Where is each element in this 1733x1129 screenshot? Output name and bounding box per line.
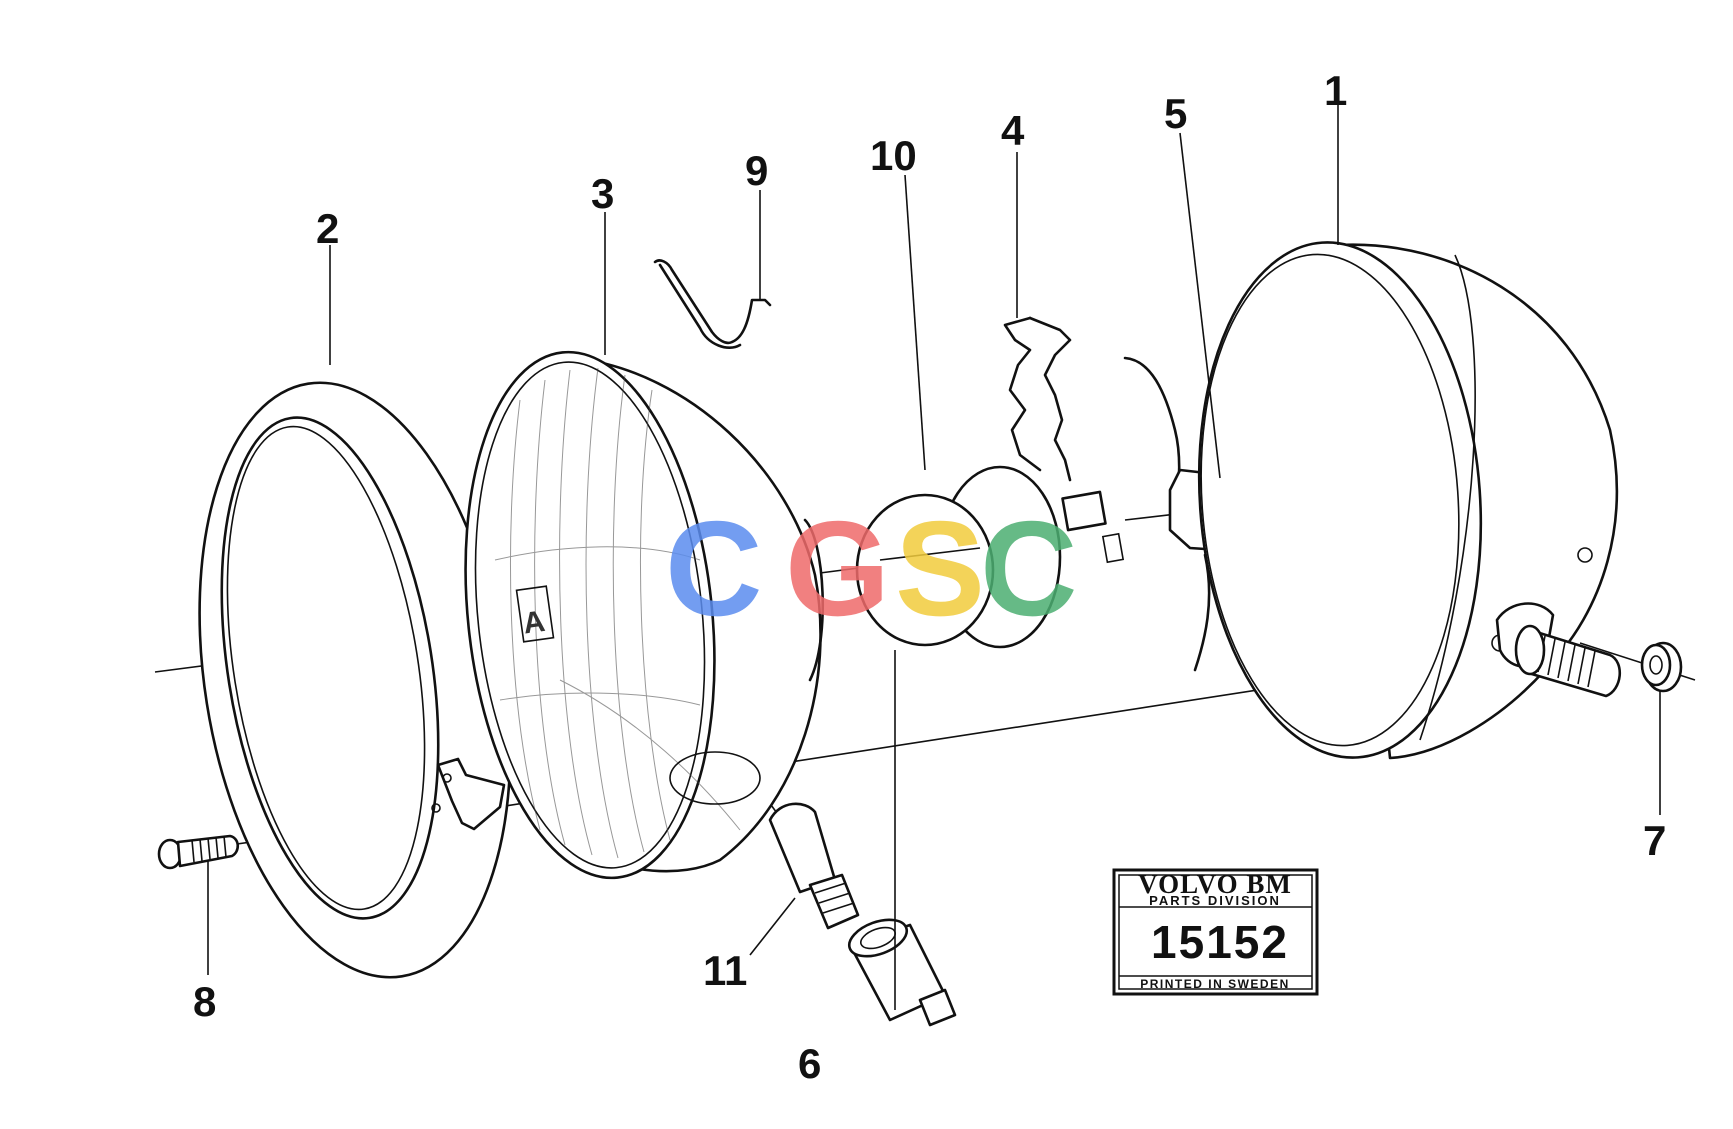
callout-9: 9: [745, 147, 768, 194]
label-division: PARTS DIVISION: [1149, 893, 1281, 908]
lens-reflector: A: [464, 350, 825, 880]
bulb-socket: [847, 918, 957, 1027]
callout-3: 3: [591, 170, 614, 217]
svg-text:A: A: [521, 605, 547, 641]
label-plate: VOLVO BM PARTS DIVISION 15152 PRINTED IN…: [1112, 868, 1319, 996]
small-bulb: [768, 802, 860, 930]
watermark-letter-4: C: [980, 493, 1078, 644]
nut: [1640, 641, 1683, 693]
holder-spring: [1003, 316, 1125, 564]
label-brand: VOLVO BM: [1138, 869, 1292, 899]
watermark-letter-2: G: [785, 493, 890, 644]
callout-7: 7: [1643, 817, 1666, 864]
label-footer: PRINTED IN SWEDEN: [1140, 977, 1290, 991]
callout-10: 10: [870, 132, 917, 179]
housing-shell: [1197, 241, 1619, 760]
callout-2: 2: [316, 205, 339, 252]
mount-stud: [1514, 624, 1621, 698]
wire-clip: [653, 259, 772, 349]
callout-6: 6: [798, 1040, 821, 1087]
watermark-letter-1: C: [665, 493, 763, 644]
callout-4: 4: [1001, 107, 1025, 154]
callout-8: 8: [193, 978, 216, 1025]
callout-1: 1: [1324, 67, 1347, 114]
callout-numbers: 1 2 3 4 5 6 7 8 9 10 11: [193, 67, 1666, 1087]
screw: [157, 834, 240, 870]
bulb: [855, 465, 1062, 649]
watermark-letter-3: S: [895, 493, 985, 644]
callout-5: 5: [1164, 90, 1187, 137]
leader-lines: [207, 105, 1661, 1010]
watermark-cgsc: C G S C: [665, 493, 1078, 644]
callout-11: 11: [703, 947, 747, 994]
label-number: 15152: [1151, 916, 1289, 968]
